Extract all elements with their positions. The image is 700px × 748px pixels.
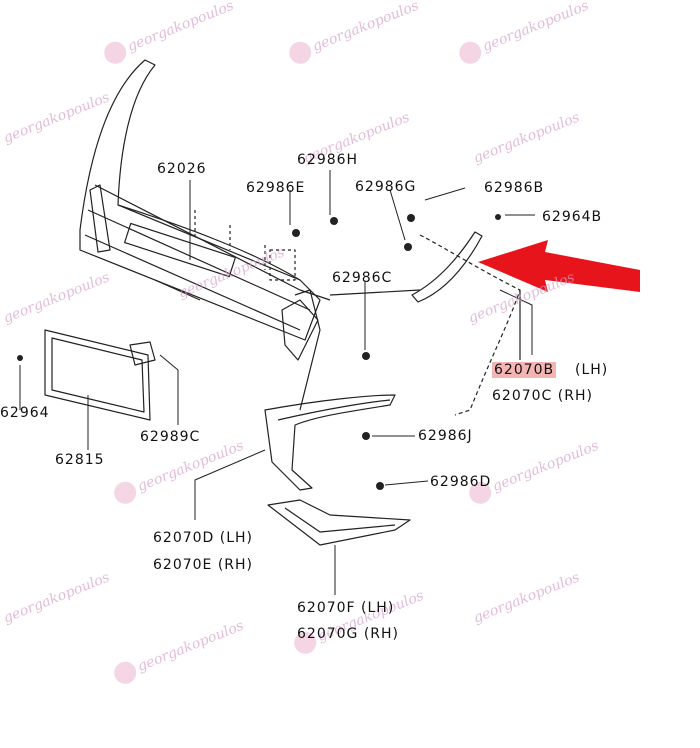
label-62070b-side: (LH) (575, 362, 609, 378)
label-62070d: 62070D (LH) (153, 530, 254, 546)
label-62070g: 62070G (RH) (297, 626, 400, 642)
label-62026: 62026 (157, 161, 207, 177)
label-62986h: 62986H (297, 152, 359, 168)
label-62986g: 62986G (355, 179, 417, 195)
label-62986c: 62986C (332, 270, 393, 286)
red-arrow (478, 240, 640, 292)
label-62815: 62815 (55, 452, 105, 468)
label-62986b: 62986B (484, 180, 545, 196)
lower-trim-outline (264, 394, 396, 491)
clip-icon (17, 355, 23, 361)
label-62986j: 62986J (418, 428, 473, 444)
label-62070c: 62070C (RH) (492, 388, 593, 404)
label-62986e: 62986E (246, 180, 306, 196)
bolt-icon (292, 229, 300, 237)
label-62070e: 62070E (RH) (153, 557, 254, 573)
bolt-icon (362, 432, 370, 440)
bumper-outline (79, 59, 321, 341)
clip-icon (495, 214, 501, 220)
bolt-icon (404, 243, 412, 251)
license-plate-outline (44, 329, 151, 421)
lower-trim-f-outline (267, 499, 411, 546)
label-62986d: 62986D (430, 474, 492, 490)
bolt-icon (362, 352, 370, 360)
label-62070f: 62070F (LH) (297, 600, 395, 616)
label-62964: 62964 (0, 405, 50, 421)
bolt-icon (376, 482, 384, 490)
label-62070b: 62070B (492, 362, 557, 378)
bolt-icon (407, 214, 415, 222)
label-62964b: 62964B (542, 209, 603, 225)
fasteners (17, 214, 501, 490)
bolt-icon (330, 217, 338, 225)
upper-trim-outline (411, 231, 483, 303)
label-62989c: 62989C (140, 429, 201, 445)
